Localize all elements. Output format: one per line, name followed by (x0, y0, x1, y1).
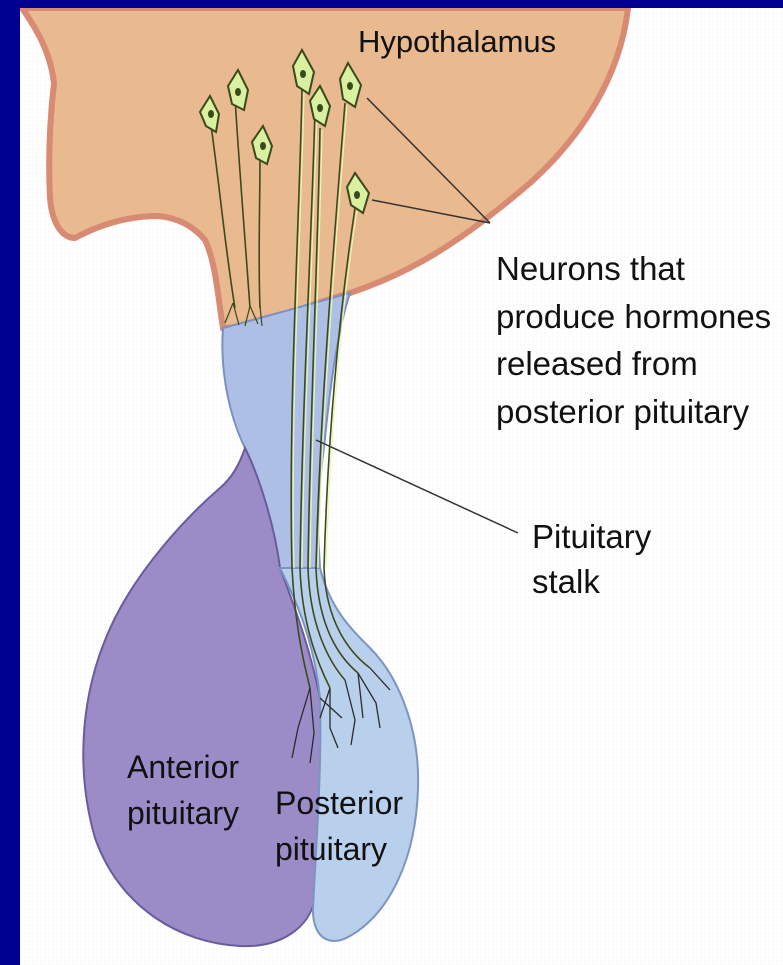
label-posterior-line-2: pituitary (275, 831, 387, 867)
label-stalk-line-2: stalk (532, 563, 600, 600)
label-posterior-line-1: Posterior (275, 785, 403, 821)
label-anterior-line-1: Anterior (127, 749, 239, 785)
pituitary-diagram: Hypothalamus Neurons that produce hormon… (20, 8, 783, 965)
label-stalk-line-1: Pituitary (532, 518, 652, 555)
label-anterior-line-2: pituitary (127, 795, 239, 831)
label-neurons-line-3: released from (496, 345, 698, 382)
label-neurons-line-1: Neurons that (496, 250, 685, 287)
label-hypothalamus: Hypothalamus (358, 24, 556, 59)
diagram-panel: Hypothalamus Neurons that produce hormon… (20, 8, 783, 965)
label-neurons-line-2: produce hormones (496, 298, 771, 335)
label-neurons-line-4: posterior pituitary (496, 393, 750, 430)
